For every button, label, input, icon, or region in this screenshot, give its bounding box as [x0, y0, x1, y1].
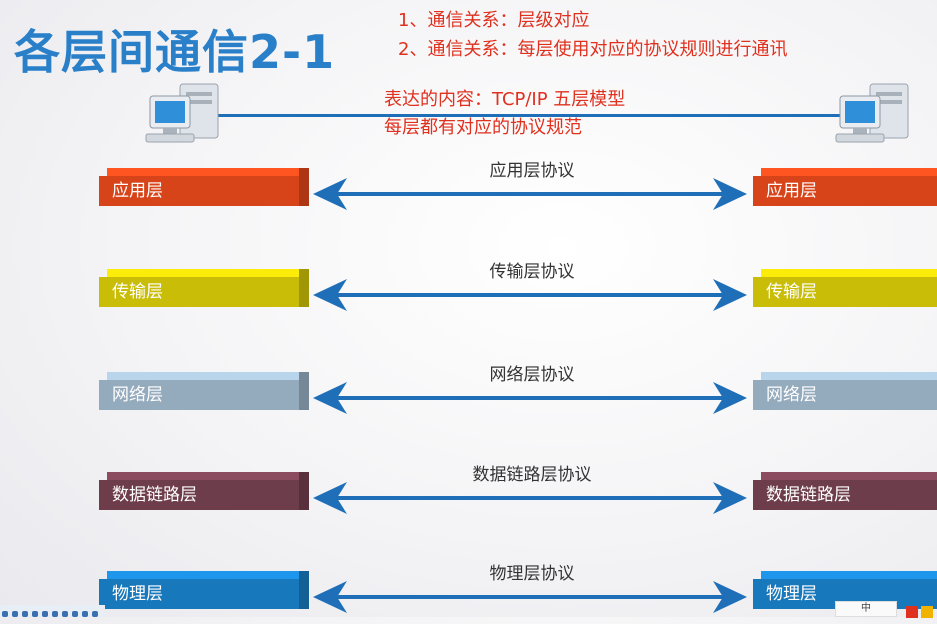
protocol-label-0: 应用层协议 [489, 161, 575, 181]
layer-top-face [107, 372, 307, 380]
network-link-line [218, 114, 844, 117]
layer-side-face [299, 571, 309, 609]
bidirectional-arrow-4 [313, 581, 747, 613]
layer-side-face [299, 472, 309, 510]
layer-label: 传输层 [99, 277, 299, 307]
bidirectional-arrow-2 [313, 382, 747, 414]
layer-top-face [761, 472, 937, 480]
layer-top-face [107, 269, 307, 277]
taskbar-icons[interactable] [0, 605, 105, 617]
corner-status-icon [903, 603, 937, 618]
layer-label: 网络层 [99, 380, 299, 410]
content-description: 表达的内容：TCP/IP 五层模型 每层都有对应的协议规范 [384, 86, 625, 142]
layer-top-face [761, 168, 937, 176]
layer-side-face [299, 372, 309, 410]
layer-side-face [299, 168, 309, 206]
layer-top-face [107, 571, 307, 579]
protocol-label-1: 传输层协议 [489, 262, 575, 282]
layer-top-face [761, 269, 937, 277]
layer-label: 网络层 [753, 380, 937, 410]
layer-right-2: 网络层 [753, 372, 937, 410]
computer-icon-left [145, 83, 219, 143]
layer-top-face [107, 472, 307, 480]
layer-left-1: 传输层 [99, 269, 309, 307]
layer-right-3: 数据链路层 [753, 472, 937, 510]
note-1: 1、通信关系：层级对应 [398, 10, 590, 31]
layer-top-face [761, 571, 937, 579]
layer-left-3: 数据链路层 [99, 472, 309, 510]
layer-left-0: 应用层 [99, 168, 309, 206]
layer-label: 物理层 [99, 579, 299, 609]
layer-label: 应用层 [753, 176, 937, 206]
protocol-label-2: 网络层协议 [489, 365, 575, 385]
protocol-label-3: 数据链路层协议 [472, 465, 592, 485]
layer-label: 数据链路层 [753, 480, 937, 510]
layer-right-0: 应用层 [753, 168, 937, 206]
layer-label: 传输层 [753, 277, 937, 307]
layer-top-face [761, 372, 937, 380]
layer-left-4: 物理层 [99, 571, 309, 609]
bidirectional-arrow-1 [313, 279, 747, 311]
ime-indicator[interactable]: 中 [835, 601, 897, 617]
layer-right-1: 传输层 [753, 269, 937, 307]
bidirectional-arrow-0 [313, 178, 747, 210]
layer-left-2: 网络层 [99, 372, 309, 410]
protocol-label-4: 物理层协议 [489, 564, 575, 584]
layer-side-face [299, 269, 309, 307]
layer-label: 应用层 [99, 176, 299, 206]
computer-icon-right [835, 83, 909, 143]
slide-title: 各层间通信2-1 [14, 25, 336, 79]
notes: 1、通信关系：层级对应 2、通信关系：每层使用对应的协议规则进行通讯 [398, 6, 787, 64]
content-line-2: 每层都有对应的协议规范 [384, 117, 582, 138]
content-line-1: 表达的内容：TCP/IP 五层模型 [384, 89, 626, 110]
layer-top-face [107, 168, 307, 176]
note-2: 2、通信关系：每层使用对应的协议规则进行通讯 [398, 39, 788, 60]
bidirectional-arrow-3 [313, 482, 747, 514]
layer-label: 数据链路层 [99, 480, 299, 510]
